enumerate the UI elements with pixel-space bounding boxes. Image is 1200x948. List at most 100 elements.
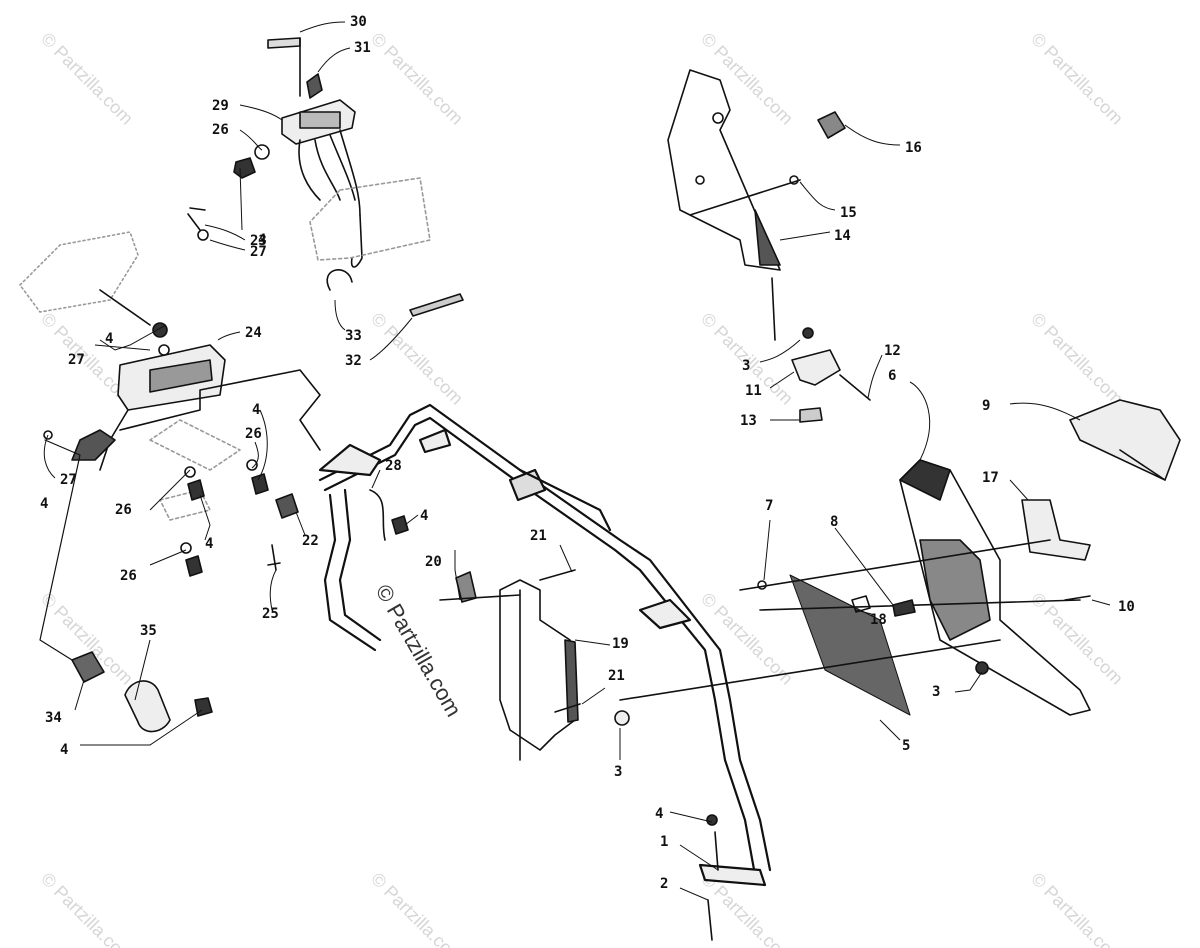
screw-25-part [267, 544, 281, 571]
callout-24: 24 [245, 325, 262, 341]
screw-23-part [187, 207, 206, 231]
callout-25: 25 [262, 606, 279, 622]
callout-4: 4 [655, 806, 663, 822]
callout-7: 7 [765, 498, 773, 514]
callout-14: 14 [834, 228, 851, 244]
spacer-8-part [892, 599, 916, 617]
callout-22: 22 [302, 533, 319, 549]
bolt-10-part [1064, 595, 1091, 601]
callout-26: 26 [115, 502, 132, 518]
callout-18: 18 [870, 612, 887, 628]
callout-8: 8 [830, 514, 838, 530]
callout-31: 31 [354, 40, 371, 56]
nut-3c-part [614, 710, 630, 726]
plate-13-part [799, 407, 823, 423]
bolt-21a-part [539, 569, 576, 581]
washer-7-part [757, 580, 767, 590]
main-watermark: © Partzilla.com [371, 580, 467, 721]
nut-3a-part [802, 327, 814, 339]
callout-27: 27 [68, 352, 85, 368]
bolt-21b-part [554, 703, 581, 713]
callout-10: 10 [1118, 599, 1135, 615]
washer-26a-part [254, 144, 270, 160]
plate-9-part [1069, 399, 1181, 481]
callout-4: 4 [420, 508, 428, 524]
callout-9: 9 [982, 398, 990, 414]
nut-4a-part [233, 157, 256, 179]
washer-27a-part [197, 229, 209, 241]
callout-30: 30 [350, 14, 367, 30]
bolt-12-part [839, 374, 871, 401]
leader-lines [43, 21, 1111, 901]
callout-16: 16 [905, 140, 922, 156]
watermark-tile: © Partzilla.com [1027, 869, 1127, 948]
bracket-17-part [1021, 499, 1091, 561]
callout-5: 5 [902, 738, 910, 754]
callout-21: 21 [530, 528, 547, 544]
watermark-tile: © Partzilla.com [367, 869, 467, 948]
nut-4f-part [391, 515, 409, 535]
callout-29: 29 [212, 98, 229, 114]
callout-35: 35 [140, 623, 157, 639]
bracket-24-part [71, 344, 241, 521]
callout-4: 4 [60, 742, 68, 758]
wire-28-part [369, 489, 386, 541]
callout-13: 13 [740, 413, 757, 429]
plate-6-part [899, 459, 1091, 716]
callout-32: 32 [345, 353, 362, 369]
callout-19: 19 [612, 636, 629, 652]
washer-15-part [789, 175, 799, 185]
nut-4d-part [187, 479, 205, 501]
callout-33: 33 [345, 328, 362, 344]
callout-27: 27 [250, 244, 267, 260]
callout-11: 11 [745, 383, 762, 399]
callout-4: 4 [252, 402, 260, 418]
clip-22-part [275, 493, 299, 519]
watermark-tile: © Partzilla.com [37, 869, 137, 948]
pin-32-part [409, 293, 464, 317]
nut-4e-part [185, 555, 203, 577]
switch-housing-part [267, 37, 363, 268]
washer-27c-part [43, 430, 53, 440]
callout-3: 3 [742, 358, 750, 374]
watermark-tile: © Partzilla.com [1027, 309, 1127, 409]
bolt-2-part [707, 899, 713, 941]
washer-26b-part [246, 459, 258, 471]
nut-4h-part [706, 814, 718, 826]
bumper-16-part [817, 111, 846, 139]
callout-34: 34 [45, 710, 62, 726]
callout-17: 17 [982, 470, 999, 486]
callout-4: 4 [40, 496, 48, 512]
callout-3: 3 [614, 764, 622, 780]
bushing-18-part [851, 595, 871, 613]
callout-28: 28 [385, 458, 402, 474]
watermark-tile: © Partzilla.com [367, 309, 467, 409]
callout-4: 4 [258, 232, 266, 248]
watermark-tile: © Partzilla.com [367, 29, 467, 129]
washer-26c-part [184, 466, 196, 478]
callout-3: 3 [932, 684, 940, 700]
reflector-5-part [789, 574, 911, 716]
bracket-11-part [791, 349, 841, 386]
callout-23: 23 [250, 233, 267, 249]
watermark-tile: © Partzilla.com [37, 29, 137, 129]
phantom-panel-part [309, 177, 431, 261]
callout-21: 21 [608, 668, 625, 684]
callout-26: 26 [245, 426, 262, 442]
snap-ring-part [326, 269, 353, 291]
callout-4: 4 [205, 536, 213, 552]
callout-12: 12 [884, 343, 901, 359]
plate-14-part [667, 69, 781, 271]
phantom-gauge-part [19, 231, 139, 313]
callout-6: 6 [888, 368, 896, 384]
callout-27: 27 [60, 472, 77, 488]
callout-2: 2 [660, 876, 668, 892]
bushing-34-part [71, 651, 105, 683]
callout-1: 1 [660, 834, 668, 850]
washer-27b-part [158, 344, 170, 356]
plate-19-part [499, 579, 579, 761]
callout-26: 26 [120, 568, 137, 584]
tubular-frame-part [318, 403, 772, 887]
washer-26d-part [180, 542, 192, 554]
